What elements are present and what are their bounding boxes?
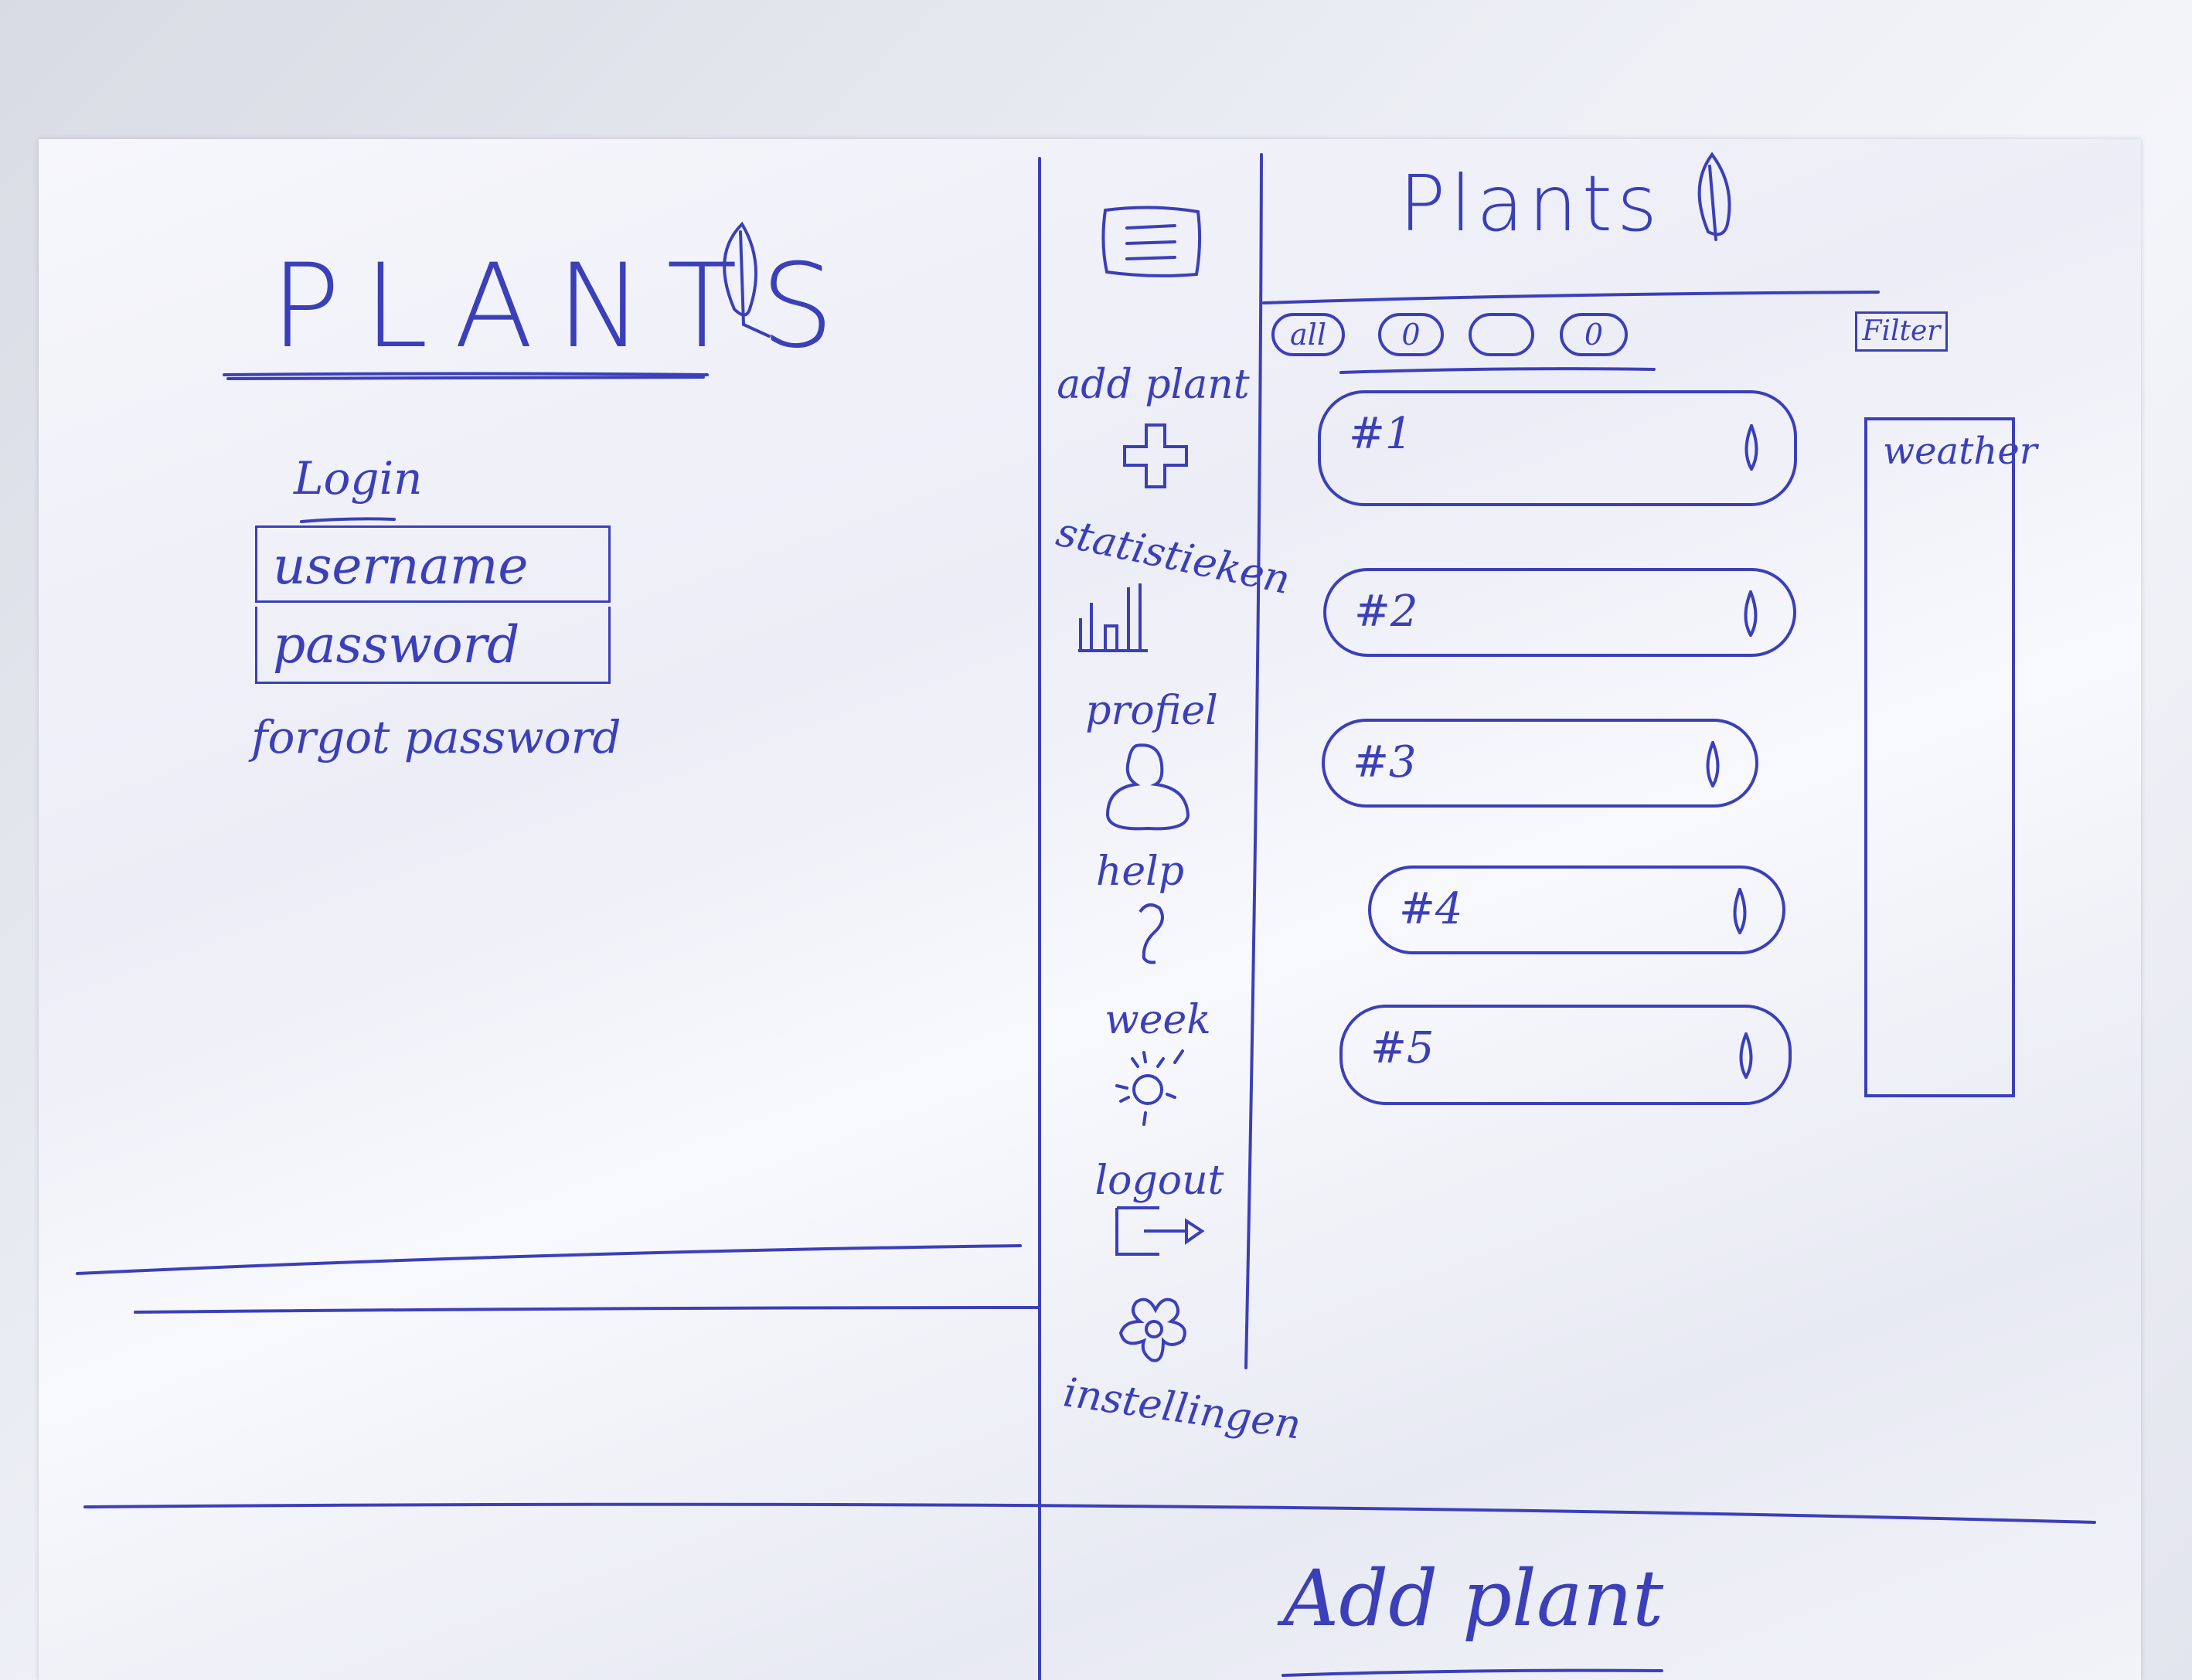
water-drop-icon xyxy=(1733,888,1747,934)
water-drop-icon xyxy=(1706,741,1720,787)
filter-button[interactable]: Filter xyxy=(1855,311,1948,352)
menu-add-plant-label[interactable]: add plant xyxy=(1057,362,1250,408)
paper-sheet xyxy=(39,139,2141,1680)
sun-icon[interactable] xyxy=(1098,1043,1206,1136)
plant-card-label: #4 xyxy=(1399,884,1463,934)
water-drop-icon xyxy=(1744,424,1758,471)
weather-panel: weather xyxy=(1864,417,2037,1097)
plant-card-label: #1 xyxy=(1349,409,1413,459)
plant-card-5[interactable]: #5 xyxy=(1339,1005,1792,1105)
profile-icon[interactable] xyxy=(1101,742,1194,835)
filter-chip-1[interactable]: 0 xyxy=(1378,313,1444,356)
username-field[interactable]: username xyxy=(255,525,611,603)
login-app-title: PLANTS xyxy=(271,240,858,374)
add-plant-heading: Add plant xyxy=(1283,1553,1664,1644)
logout-icon[interactable] xyxy=(1113,1202,1206,1260)
menu-profiel-label[interactable]: profiel xyxy=(1085,688,1218,734)
login-heading: Login xyxy=(294,452,423,505)
water-drop-icon xyxy=(1739,1032,1753,1079)
plant-card-label: #2 xyxy=(1354,587,1418,637)
gear-icon[interactable] xyxy=(1109,1291,1202,1376)
weather-label: weather xyxy=(1883,430,2037,473)
question-icon[interactable] xyxy=(1128,900,1175,966)
filter-chip-all[interactable]: all xyxy=(1271,313,1345,356)
plant-card-1[interactable]: #1 xyxy=(1318,390,1797,506)
plant-card-4[interactable]: #4 xyxy=(1368,866,1785,954)
water-drop-icon xyxy=(1744,590,1758,637)
menu-week-label[interactable]: week xyxy=(1105,997,1211,1043)
bar-chart-icon[interactable] xyxy=(1074,580,1152,657)
main-title: Plants xyxy=(1399,158,1663,249)
menu-help-label[interactable]: help xyxy=(1095,849,1185,895)
filter-chip-2[interactable] xyxy=(1469,313,1534,356)
plus-icon[interactable] xyxy=(1117,417,1194,495)
forgot-password-link[interactable]: forgot password xyxy=(251,711,621,763)
plant-card-3[interactable]: #3 xyxy=(1322,719,1758,808)
filter-chip-3[interactable]: 0 xyxy=(1560,313,1628,356)
plant-card-label: #5 xyxy=(1370,1023,1435,1073)
plant-card-2[interactable]: #2 xyxy=(1323,568,1796,657)
menu-hamburger-icon[interactable] xyxy=(1098,201,1206,286)
plant-card-label: #3 xyxy=(1353,737,1417,787)
menu-logout-label[interactable]: logout xyxy=(1094,1158,1224,1204)
password-field[interactable]: password xyxy=(255,607,611,684)
